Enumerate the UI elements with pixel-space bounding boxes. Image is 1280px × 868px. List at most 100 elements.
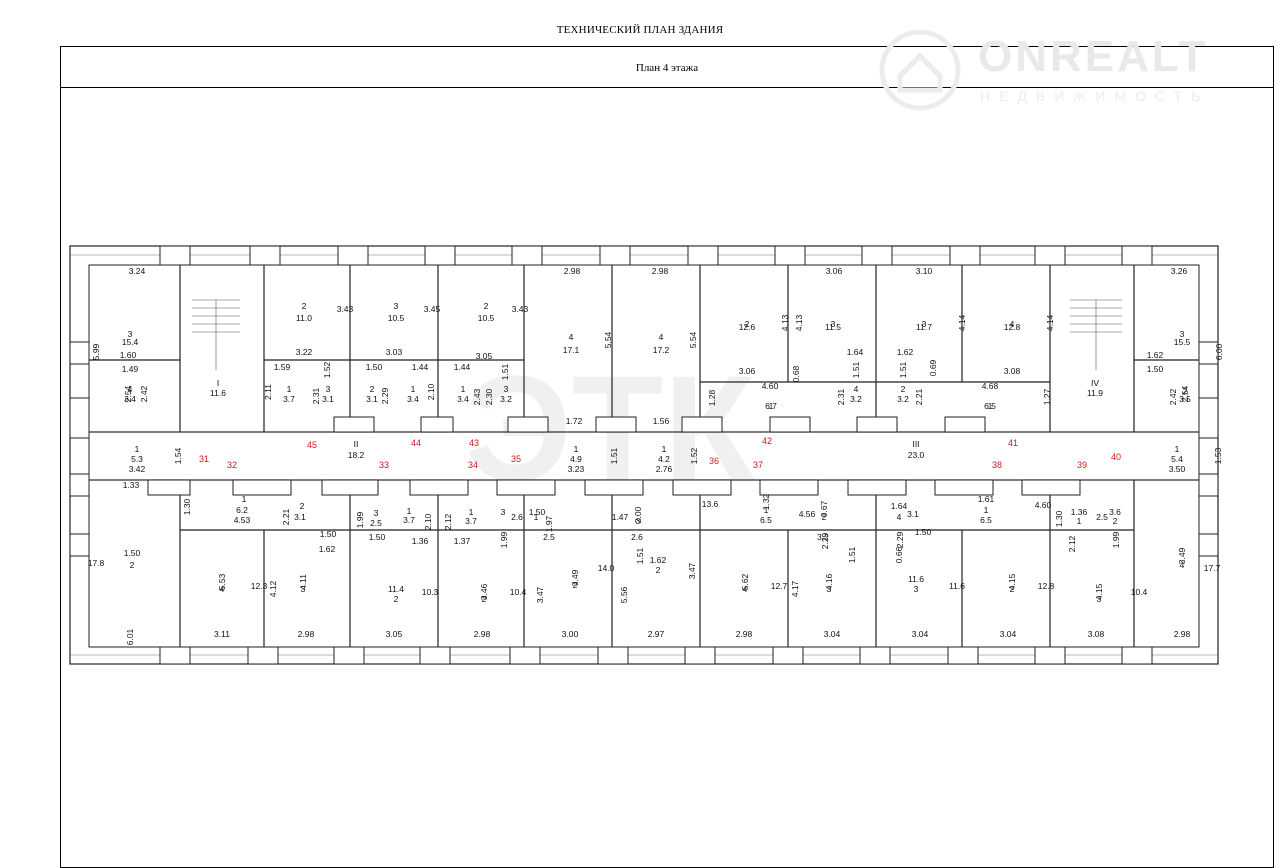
window-piers bbox=[69, 245, 1219, 665]
dimension-label: 1.30 bbox=[182, 498, 192, 515]
dimension-label: 1.60 bbox=[120, 350, 137, 360]
dimension-label: 1.97 bbox=[544, 515, 554, 532]
dimension-label: 1 bbox=[1175, 444, 1180, 454]
dimension-label: 3 bbox=[1180, 329, 1185, 339]
dimension-label: 6.5 bbox=[984, 401, 996, 411]
dimension-label: 1.50 bbox=[915, 527, 932, 537]
dimension-label: 2.10 bbox=[423, 513, 433, 530]
dimension-label: 1.49 bbox=[122, 364, 139, 374]
dimension-label: 3.06 bbox=[739, 366, 756, 376]
dimension-label: 1.50 bbox=[1147, 364, 1164, 374]
dimension-label: 2.54 bbox=[123, 385, 133, 402]
dimension-label: 1.53 bbox=[1213, 447, 1223, 464]
wall-piers bbox=[147, 416, 1081, 496]
dimension-label: 3.6 bbox=[1109, 507, 1121, 517]
dimension-label: 3.47 bbox=[535, 586, 545, 603]
dimension-label: 5.62 bbox=[740, 573, 750, 590]
dimension-label: 3.04 bbox=[1000, 629, 1017, 639]
dimension-label: 1.62 bbox=[897, 347, 914, 357]
dimension-label: 3.23 bbox=[568, 464, 585, 474]
dimension-label: 3.26 bbox=[1171, 266, 1188, 276]
dimension-label: 3.2 bbox=[817, 532, 829, 542]
dimension-label: 3.50 bbox=[1169, 464, 1186, 474]
dimension-label: 5.54 bbox=[603, 331, 613, 348]
dimension-label: 2.98 bbox=[736, 629, 753, 639]
dimension-label: 1.62 bbox=[1147, 350, 1164, 360]
dimension-label: 4.15 bbox=[1007, 573, 1017, 590]
dimension-label: 2.29 bbox=[820, 532, 830, 549]
dimension-label: 14.0 bbox=[598, 563, 615, 573]
dimension-label: 2 bbox=[302, 301, 307, 311]
dimension-label: 1.50 bbox=[369, 532, 386, 542]
dimension-label: 15.5 bbox=[1174, 337, 1191, 347]
dimension-label: 10.4 bbox=[1131, 587, 1148, 597]
dimension-label: 3.08 bbox=[1088, 629, 1105, 639]
dimension-label: 1.62 bbox=[319, 544, 336, 554]
dimension-label: 4.68 bbox=[982, 381, 999, 391]
dimension-label: 2.98 bbox=[652, 266, 669, 276]
dimension-label: 17.7 bbox=[1204, 563, 1221, 573]
dimension-label: 18.2 bbox=[348, 450, 365, 460]
dimension-label: 1 bbox=[769, 401, 774, 411]
dimension-label: 6.01 bbox=[125, 628, 135, 645]
stairwell-left bbox=[192, 299, 240, 370]
dimension-label: 6.7 bbox=[765, 401, 777, 411]
dimension-label: 4 bbox=[1180, 560, 1185, 570]
dimension-label: 2.42 bbox=[1168, 388, 1178, 405]
dimension-label: 2.76 bbox=[656, 464, 673, 474]
dimension-label: 13.6 bbox=[702, 499, 719, 509]
upper-partitions bbox=[89, 265, 1199, 432]
dimension-label: 17.8 bbox=[88, 558, 105, 568]
dimension-label: 2 bbox=[300, 501, 305, 511]
dimension-label: 3.47 bbox=[687, 562, 697, 579]
dimension-label: 4 bbox=[854, 384, 859, 394]
dimension-label: 1.51 bbox=[847, 546, 857, 563]
dimension-label: 3.49 bbox=[570, 569, 580, 586]
dimension-label: 11.9 bbox=[1087, 388, 1103, 398]
dimension-label: 2 bbox=[573, 580, 578, 590]
dimension-label: 4 bbox=[897, 512, 902, 522]
house-logo-icon bbox=[879, 29, 961, 111]
dimension-label: 11.0 bbox=[296, 313, 312, 323]
dimension-label: 1.99 bbox=[355, 511, 365, 528]
dimension-label: 3.1 bbox=[322, 394, 334, 404]
dimension-label: 11.7 bbox=[916, 322, 932, 332]
dimension-label: 4 bbox=[659, 332, 664, 342]
dimension-label: 1.61 bbox=[978, 494, 995, 504]
dimension-label: 1.50 bbox=[320, 529, 337, 539]
dimension-label: 3.7 bbox=[465, 516, 477, 526]
dimension-label: 1.36 bbox=[412, 536, 429, 546]
dimension-label: 1.37 bbox=[454, 536, 471, 546]
axis-number: 42 bbox=[762, 436, 772, 446]
axis-number: 43 bbox=[469, 438, 479, 448]
dimension-label: 10.5 bbox=[388, 313, 405, 323]
axis-number: 39 bbox=[1077, 460, 1087, 470]
dimension-label: 1.33 bbox=[123, 480, 140, 490]
dimension-label: 4.60 bbox=[1035, 500, 1052, 510]
dimension-label: 1.52 bbox=[689, 447, 699, 464]
dimension-label: 4.16 bbox=[824, 573, 834, 590]
dimension-label: 3.05 bbox=[476, 351, 493, 361]
watermark-logo: ONREALT НЕДВИЖИМОСТЬ bbox=[870, 28, 1270, 112]
lower-partitions bbox=[179, 480, 1135, 647]
dimension-label: 3.4 bbox=[124, 394, 136, 404]
dimension-label: 3.7 bbox=[283, 394, 295, 404]
dimension-label: 4.15 bbox=[1094, 583, 1104, 600]
dimension-label: 3 bbox=[394, 301, 399, 311]
dimension-label: 3.2 bbox=[897, 394, 909, 404]
dimension-label: 1.47 bbox=[612, 512, 629, 522]
dimension-label: 3.1 bbox=[907, 509, 919, 519]
dimension-label: 2 bbox=[370, 384, 375, 394]
dimension-label: 3 bbox=[636, 516, 641, 526]
dimension-label: 1.36 bbox=[1071, 507, 1088, 517]
dimension-label: 2.97 bbox=[648, 629, 665, 639]
axis-number: 35 bbox=[511, 454, 521, 464]
dimension-label: 0.66 bbox=[894, 546, 904, 563]
dimension-label: 2.5 bbox=[370, 518, 382, 528]
dimension-label: 1.51 bbox=[898, 361, 908, 378]
dimension-label: 2.21 bbox=[281, 508, 291, 525]
dimension-label: 3.00 bbox=[562, 629, 579, 639]
dimension-label: 1.52 bbox=[322, 361, 332, 378]
